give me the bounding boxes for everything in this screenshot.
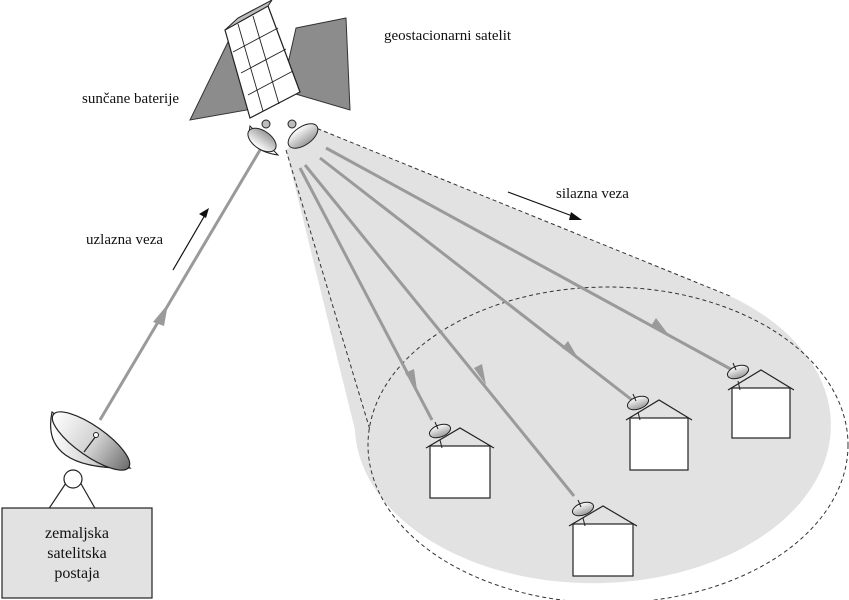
receiver-dish — [726, 362, 750, 391]
downlink-ray — [319, 156, 633, 402]
uplink-direction-arrow — [172, 208, 209, 271]
receiver-dish — [428, 421, 452, 449]
uplink-label: uzlazna veza — [86, 232, 163, 248]
coverage-beam — [285, 125, 849, 600]
ground-station-label-line-1: zemaljska — [45, 525, 109, 542]
downlink-ray — [303, 164, 576, 497]
ground-station-label-line-2: satelitska — [47, 545, 107, 562]
receiver-house — [625, 393, 693, 471]
downlink-ray — [325, 146, 737, 374]
satellite-antenna-right — [287, 119, 319, 149]
receiver-house — [568, 499, 638, 577]
downlink-label: silazna veza — [556, 186, 629, 202]
receiver-dish — [571, 499, 595, 527]
satellite — [189, 0, 351, 156]
satellite-antenna-left — [247, 119, 280, 156]
ground-station: zemaljska satelitska postaja — [1, 507, 153, 599]
satellite-label: geostacionarni satelit — [384, 28, 512, 44]
downlink-signals — [298, 146, 737, 497]
receiver-dish — [626, 393, 650, 421]
downlink-direction-arrow — [507, 191, 582, 220]
solar-panels-label: sunčane baterije — [82, 91, 179, 107]
receiver-house — [726, 362, 795, 439]
receiver-house — [425, 421, 495, 499]
uplink-signal — [98, 149, 262, 421]
uplink-dish — [47, 410, 132, 511]
satellite-body — [224, 0, 301, 119]
ground-station-label-line-3: postaja — [54, 565, 99, 582]
coverage-area — [367, 286, 849, 600]
